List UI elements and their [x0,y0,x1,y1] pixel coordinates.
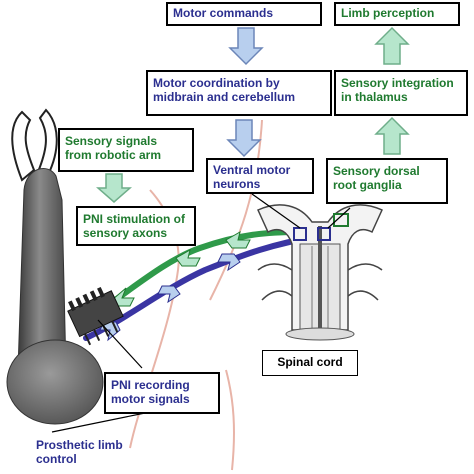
prosthetic-stump-icon [6,339,104,425]
motor-axon [83,233,323,341]
ganglion-marker-outer [333,213,349,227]
pni-stimulation-box: PNI stimulation of sensory axons [76,206,196,246]
sensory-flow-arrow [175,248,201,267]
sensory-flow-arrow [225,230,251,249]
gripper-finger-icon [36,108,58,177]
ventral-motor-neurons-box: Ventral motor neurons [206,158,314,194]
down-arrow-icon [96,173,132,203]
pointer-line [327,207,351,229]
body-outline-inner [209,119,263,301]
up-arrow-icon [374,116,410,155]
down-arrow-icon [226,119,262,158]
down-arrow-icon [228,27,264,66]
sensory-integration-box: Sensory integration in thalamus [334,70,468,116]
prosthetic-limb-control-label: Prosthetic limb control [36,438,123,466]
pointer-line [251,193,301,229]
limb-perception-box: Limb perception [334,2,460,26]
pni-recording-box: PNI recording motor signals [104,372,220,414]
ganglion-marker [317,227,331,241]
sensory-signals-box: Sensory signals from robotic arm [58,128,194,172]
spinal-cord-label: Spinal cord [262,350,358,376]
pointer-line [51,411,151,433]
motor-flow-arrow [217,253,241,272]
pointer-line [97,319,143,369]
motor-flow-arrow [157,285,181,304]
gripper-icon [11,110,36,182]
body-outline-lower [225,369,235,471]
sensory-dorsal-root-ganglia-box: Sensory dorsal root ganglia [326,158,448,204]
spinal-cord-icon [257,204,383,341]
motor-commands-box: Motor commands [166,2,322,26]
motor-coordination-box: Motor coordination by midbrain and cereb… [146,70,332,116]
prosthetic-arm-icon [17,167,67,373]
pni-electrode-icon [67,286,124,346]
up-arrow-icon [374,26,410,65]
